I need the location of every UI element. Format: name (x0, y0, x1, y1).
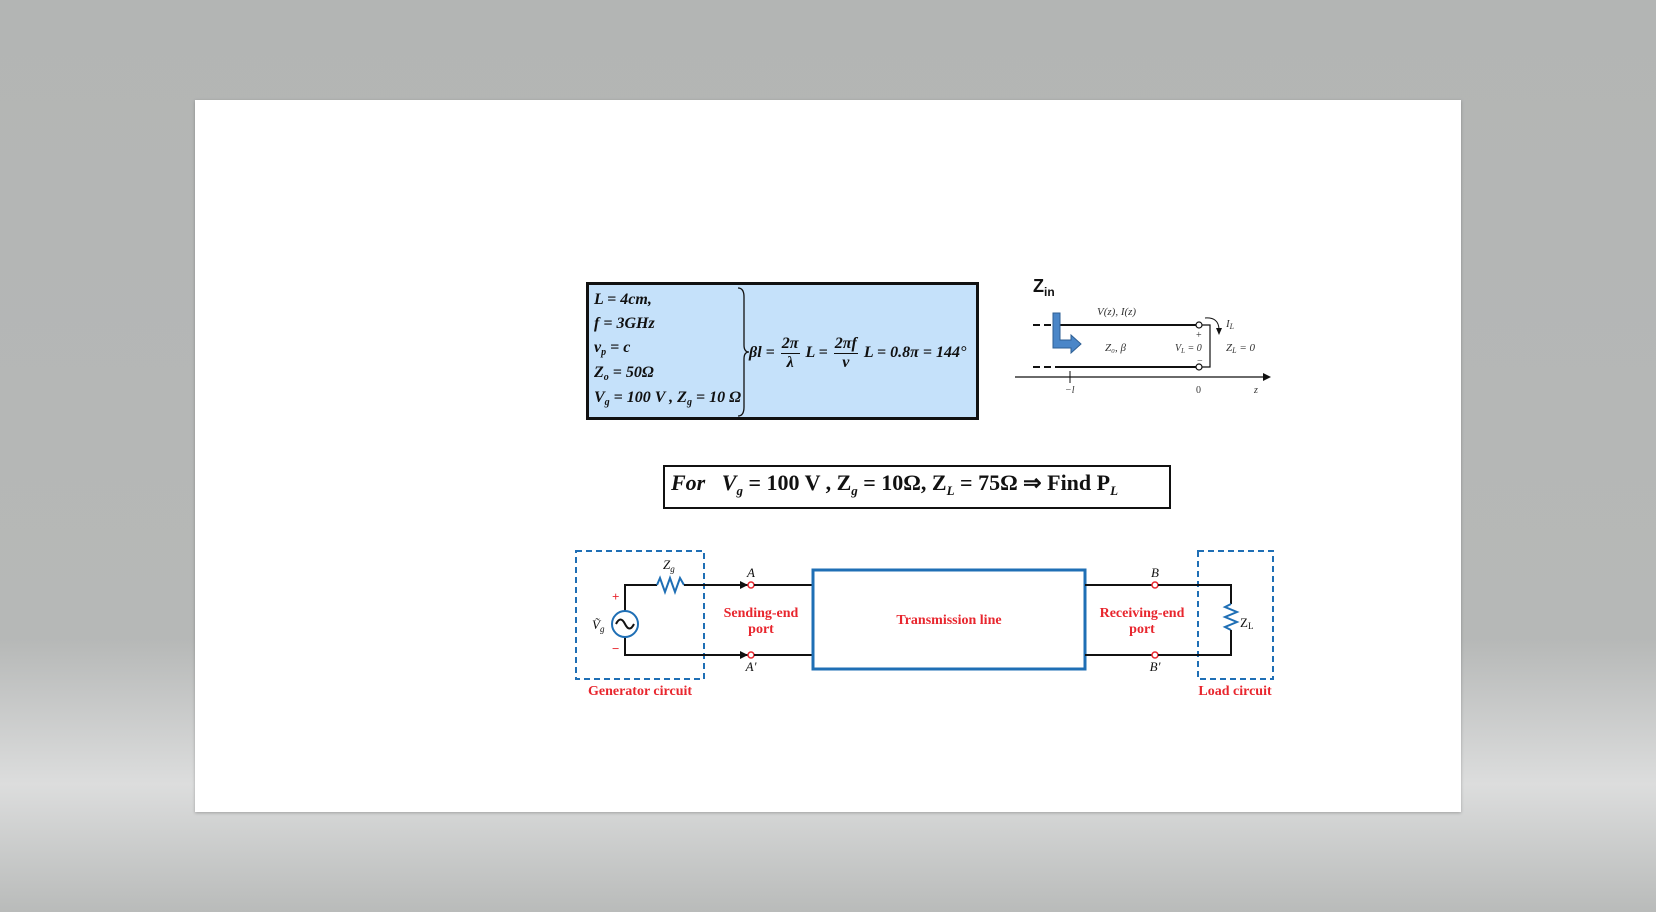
given-length: L = 4cm, (594, 291, 652, 308)
frac1-numerator: 2π (780, 335, 800, 354)
z0-symbol: Z (594, 364, 604, 381)
b-label: B (1151, 565, 1159, 580)
a-label: A (746, 565, 755, 580)
given-generator: Vg = 100 V , Zg = 10 Ω (594, 389, 741, 408)
gen-bottom-wire (624, 633, 748, 656)
minus-sign: − (1197, 356, 1203, 367)
transmission-line-label: Transmission line (896, 613, 1001, 628)
zin-line-figure: Zin V(z), I(z) IL Z₀, β VL = 0 ZL = 0 + … (1015, 276, 1271, 396)
top-current-arrow (740, 581, 748, 589)
vz-label: V(z), I(z) (1097, 306, 1136, 318)
transmission-line-box (811, 568, 1087, 671)
terminal-a (747, 581, 755, 589)
zg-value: = 10Ω, Z (857, 470, 947, 495)
given-phase-velocity: vp = c (594, 339, 630, 358)
beta-result: L = 0.8π = 144° (863, 344, 967, 362)
terminal-b-prime (1151, 651, 1159, 659)
il-label: IL (1225, 318, 1235, 331)
vg-value: = 100 V , Z (742, 470, 852, 495)
given-frequency: f = 3GHz (594, 315, 655, 332)
load-bottom-wire (1158, 630, 1232, 656)
slide: L = 4cm, f = 3GHz vp = c Zo = 50Ω Vg = 1… (195, 100, 1461, 812)
source-minus: − (612, 641, 619, 656)
for-word: For (671, 470, 706, 495)
circuit-diagram: Zg Ṽg + − A A' B B' Sending-end port Tra… (575, 550, 1274, 699)
terminal-b (1151, 581, 1159, 589)
pl-subscript: L (1110, 483, 1119, 498)
vg-label: Ṽg (592, 617, 605, 634)
beta-mid: L = (805, 344, 828, 362)
vg-symbol: V (594, 389, 605, 406)
source-plus: + (612, 589, 619, 604)
sending-port-label: port (748, 622, 774, 637)
beta-lhs: βl = (749, 344, 775, 362)
vg-subscript: g (604, 397, 610, 408)
z0-value: = 50Ω (608, 364, 654, 381)
gen-top-wire-left (624, 584, 657, 615)
plus-sign: + (1196, 330, 1202, 341)
zin-bent-arrow (1052, 312, 1082, 355)
given-impedance: Zo = 50Ω (594, 364, 654, 383)
vp-value: = c (606, 339, 631, 356)
zg-value: = 10 Ω (691, 389, 742, 406)
z-axis-label: z (1253, 385, 1258, 396)
z0-subscript: o (603, 372, 609, 383)
zl-subscript: L (946, 483, 955, 498)
short-circuit (1202, 324, 1211, 368)
sending-end-label: Sending-end (724, 606, 799, 621)
top-terminal (1195, 321, 1203, 329)
zl-zero-label: ZL = 0 (1226, 342, 1256, 355)
zg-subscript: g (851, 483, 858, 498)
vg-symbol: V (721, 470, 737, 495)
z-axis-arrowhead (1263, 373, 1271, 381)
b-prime-label: B' (1150, 659, 1161, 674)
vp-subscript: p (601, 347, 607, 358)
zg-resistor (656, 575, 685, 595)
bottom-current-arrow (740, 651, 748, 659)
receiving-end-label: Receiving-end (1100, 606, 1185, 621)
zero-label: 0 (1196, 385, 1201, 396)
given-parameters-box: L = 4cm, f = 3GHz vp = c Zo = 50Ω Vg = 1… (586, 282, 979, 420)
frac1-denominator: λ (786, 354, 794, 371)
problem-statement-box: For Vg = 100 V , Zg = 10Ω, ZL = 75Ω ⇒ Fi… (663, 465, 1171, 509)
zin-label: Zin (1033, 276, 1055, 299)
zl-value: = 75Ω ⇒ (954, 470, 1048, 495)
zg-label: Zg (663, 557, 675, 574)
load-top-wire (1158, 584, 1232, 604)
terminal-a-prime (747, 651, 755, 659)
vg-subscript: g (736, 483, 743, 498)
z0-beta-label: Z₀, β (1105, 342, 1126, 354)
zg-subscript: g (686, 397, 692, 408)
find-pl: Find P (1047, 470, 1111, 495)
il-arrow (1204, 317, 1220, 331)
receiving-port-label: port (1129, 622, 1155, 637)
a-prime-label: A' (745, 659, 757, 674)
generator-dashed-box (575, 550, 705, 680)
right-brace (737, 287, 750, 417)
load-circuit-caption: Load circuit (1198, 684, 1272, 699)
load-dashed-box (1197, 550, 1274, 680)
zl-label: ZL (1240, 615, 1253, 631)
frac2-numerator: 2πf (833, 335, 858, 354)
neg-l-label: −l (1065, 385, 1075, 396)
generator-circuit-caption: Generator circuit (588, 684, 692, 699)
il-arrowhead (1216, 328, 1222, 335)
vp-symbol: v (594, 339, 602, 356)
frac2-denominator: v (842, 354, 850, 371)
vl-label: VL = 0 (1175, 343, 1202, 355)
sine-wave-icon (615, 618, 635, 630)
zl-resistor (1222, 603, 1240, 631)
vg-value: = 100 V , Z (609, 389, 687, 406)
